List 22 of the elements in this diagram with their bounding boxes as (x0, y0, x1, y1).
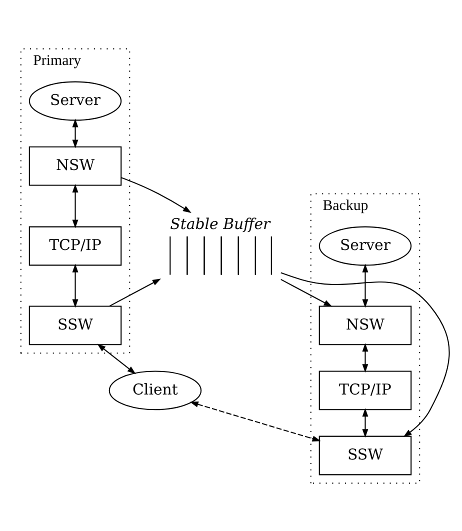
arrow (72, 263, 78, 308)
node-box: TCP/IP (318, 370, 412, 410)
arrow (121, 176, 192, 213)
arrow (190, 400, 321, 442)
arrow (280, 278, 332, 306)
node-box: SSW (318, 435, 412, 475)
arrow (362, 342, 368, 372)
node-ellipse: Server (28, 80, 122, 120)
arrow (362, 408, 368, 438)
node-box: NSW (318, 305, 412, 345)
node-ellipse: Server (318, 226, 412, 266)
node-box: SSW (28, 305, 122, 345)
arrow (109, 278, 162, 306)
arrow (362, 263, 368, 308)
node-box: NSW (28, 146, 122, 186)
arrow (97, 343, 136, 374)
node-ellipse: Client (108, 370, 202, 410)
arrow (72, 118, 78, 148)
node-text: Stable Buffer (170, 214, 270, 233)
arrow (280, 272, 450, 437)
node-box: TCP/IP (28, 226, 122, 266)
arrow (72, 183, 78, 228)
